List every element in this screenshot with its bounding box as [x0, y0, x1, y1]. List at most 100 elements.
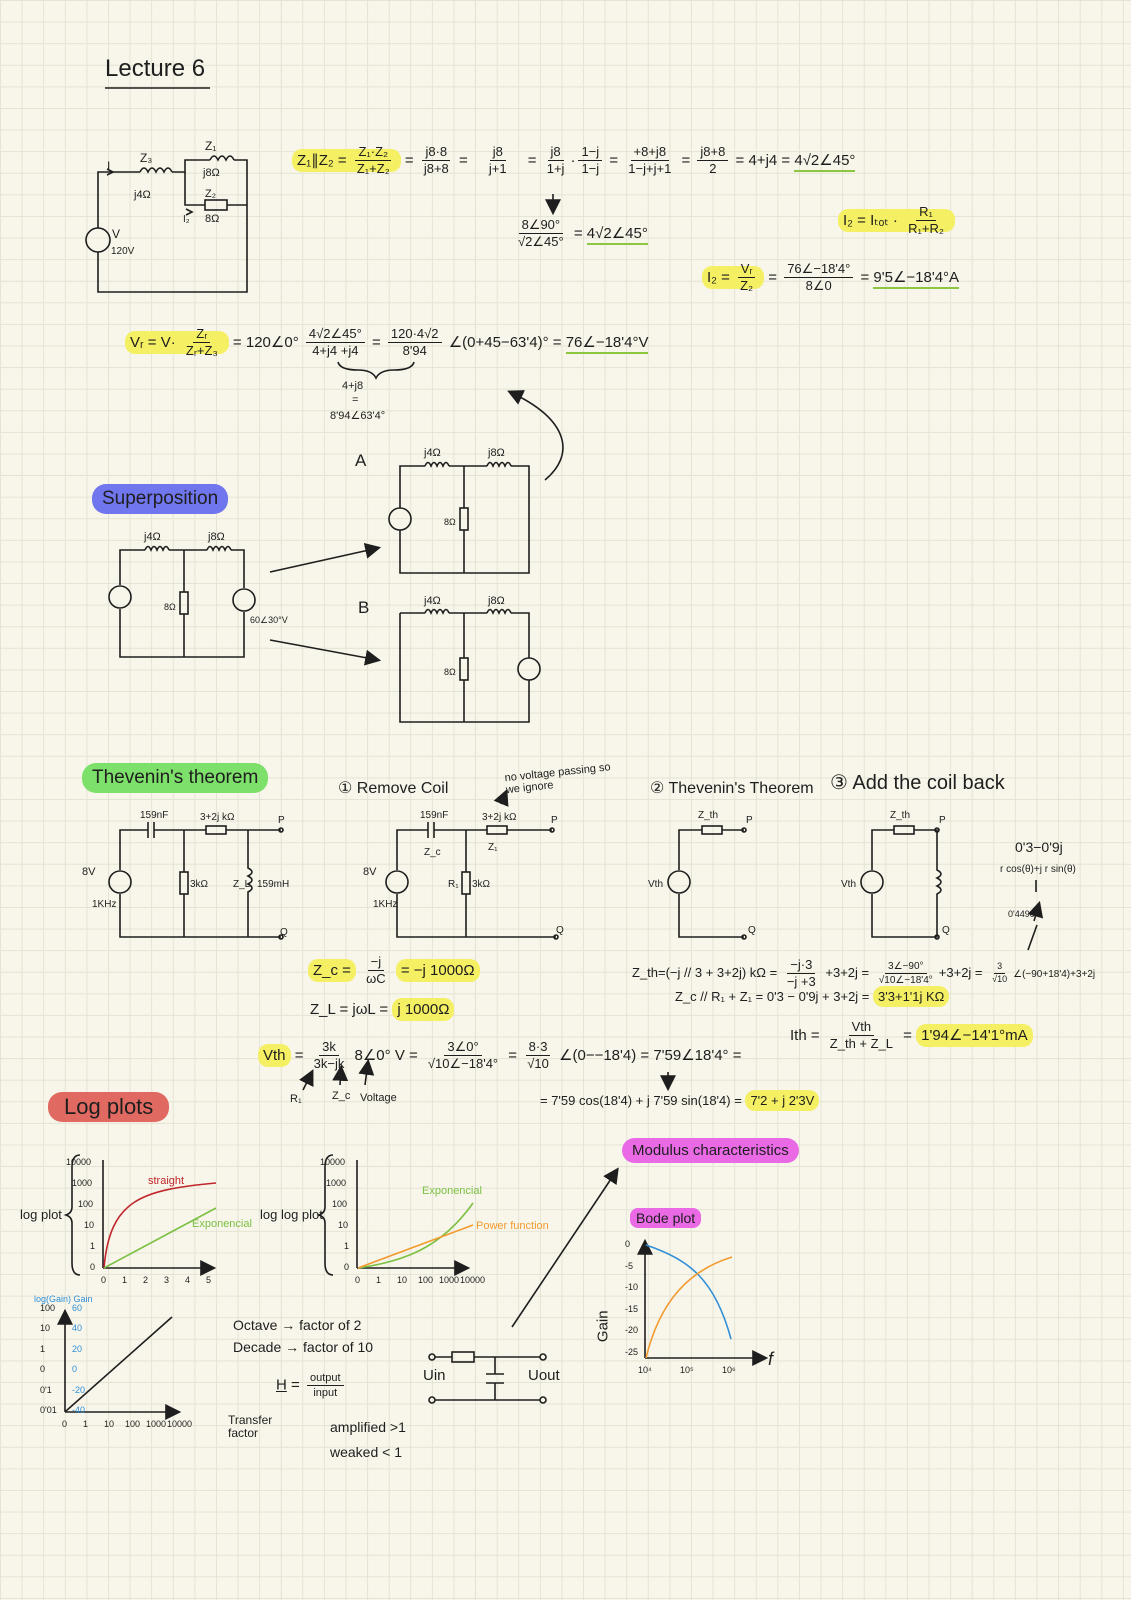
src-label-2: 8V: [363, 866, 377, 878]
denominator: √10∠−18'4°: [427, 1056, 499, 1072]
a-j4-label: j4Ω: [423, 447, 441, 459]
res-label: 3+2j kΩ: [200, 812, 235, 823]
z2-value: 8Ω: [205, 213, 219, 225]
z2-label: Z₂: [205, 188, 216, 200]
eq-lhs: Z₁∥Z₂: [297, 151, 334, 169]
p-label: P: [278, 815, 285, 826]
circuit-series-parallel: I Z₃ j4Ω Z₁ j8Ω Z₂ 8Ω I₂ V 120V: [85, 139, 248, 293]
label-a: A: [355, 451, 367, 470]
step-1-label: ① Remove Coil: [338, 780, 449, 797]
src-label: 8V: [82, 866, 96, 878]
note-weaked: weaked < 1: [330, 1444, 402, 1460]
y-tick-label: 10000: [320, 1157, 346, 1167]
freq-label: 1KHz: [92, 899, 116, 910]
numerator: −j·3: [787, 957, 816, 975]
y-tick-label: 1000: [326, 1178, 347, 1188]
series-straight: [103, 1182, 217, 1269]
thevenin-circuit-original: [108, 822, 284, 940]
zth-label-2: Z_th: [890, 810, 910, 821]
y-tick-label: 0: [344, 1262, 350, 1272]
denominator: −j +3: [786, 974, 816, 990]
series-gain-blue: [645, 1244, 732, 1340]
series-gain-orange: [645, 1256, 733, 1359]
bode-y-tick: -20: [625, 1325, 639, 1335]
label-uout: Uout: [528, 1367, 560, 1384]
legend-straight: straight: [148, 1175, 185, 1187]
eq-result: 4+j4 =: [748, 151, 791, 169]
gain-line: [65, 1316, 173, 1412]
eq-zth: Z_th=(−j // 3 + 3+2j) kΩ = −j·3−j +3 +3+…: [632, 957, 1095, 990]
eq-angle: ∠(0+45−63'4)° =: [448, 333, 562, 351]
x-tick-label: 100: [125, 1419, 141, 1429]
eq-result: j 1000Ω: [392, 998, 455, 1021]
bode-badge: Bode plot: [630, 1208, 702, 1228]
numerator: j8·8: [422, 144, 451, 162]
numerator: j8: [547, 144, 564, 162]
numerator: Z₁·Z₂: [355, 144, 392, 162]
x-tick-label: 10000: [460, 1275, 486, 1285]
denominator: 3k−jk: [313, 1056, 345, 1072]
a-j8-label: j8Ω: [487, 447, 505, 459]
superposition-circuit-a: [388, 461, 530, 574]
modulus-badge: Modulus characteristics: [622, 1138, 799, 1163]
eq-part: Z_c // R₁ + Z₁ = 0'3 − 0'9j + 3+2j =: [675, 989, 870, 1004]
y-tick-label: 0: [40, 1364, 46, 1374]
eq-lhs: Z_L = jωL =: [310, 1001, 389, 1018]
fraction: −j·3−j +3: [784, 957, 819, 990]
annotation-r1: R₁: [290, 1093, 302, 1105]
bode-x-tick: 10⁶: [722, 1365, 736, 1375]
side-val: 0'449c: [1008, 909, 1035, 919]
denominator: √10: [527, 1056, 549, 1072]
gain-log-chart: [57, 1308, 182, 1420]
eq-part: +3+2j =: [825, 965, 870, 981]
superposition-badge: Superposition: [92, 484, 229, 514]
voltage-source: [85, 227, 111, 253]
h-symbol: H: [276, 1376, 287, 1394]
numerator: +8+j8: [630, 144, 670, 162]
zc-label: Z_c: [424, 847, 441, 858]
note-transfer-factor: Transfer factor: [228, 1413, 273, 1441]
z3-value: j4Ω: [133, 189, 151, 201]
fraction: 3∠0°√10∠−18'4°: [425, 1039, 501, 1072]
numerator: 3∠−90°: [885, 961, 927, 975]
p-label-2: P: [551, 815, 558, 826]
numerator: j8+8: [697, 144, 729, 162]
legend-power-function: Power function: [476, 1220, 549, 1232]
p-label-3: P: [746, 815, 753, 826]
x-tick-label: 2: [143, 1275, 149, 1285]
y-tick-label: 1: [90, 1241, 96, 1251]
y-tick-label: 100: [78, 1199, 94, 1209]
inductor-z1: [209, 155, 235, 162]
bode-plot-chart: [637, 1238, 769, 1366]
y-tick-label: 100: [332, 1199, 348, 1209]
q-label-3: Q: [748, 925, 756, 936]
eq-lhs: Z_th: [632, 965, 659, 981]
r1-label: R₁: [448, 879, 459, 890]
x-tick-label: 0: [101, 1275, 107, 1285]
eq-part: +3+2j =: [938, 965, 983, 981]
numerator: 3: [994, 962, 1006, 975]
sp-source-label: 60∠30°V: [250, 615, 288, 625]
eq-equals: =: [291, 1376, 300, 1394]
denominator: √10∠−18'4°: [878, 975, 933, 987]
log-plot-chart: [63, 1154, 217, 1276]
denominator: 1+j: [546, 161, 565, 177]
y-tick-label: 0'1: [40, 1384, 52, 1395]
thevenin-circuit-step1: [385, 789, 559, 940]
eq-rest: ∠(0−−18'4) = 7'59∠18'4° =: [559, 1046, 742, 1064]
v-label: V: [112, 227, 120, 241]
z1-label: Z₁: [205, 139, 216, 153]
denominator: 8'94: [402, 343, 427, 359]
y-tick-label: 1: [344, 1241, 350, 1251]
eq-lhs: Z_c =: [308, 958, 356, 982]
